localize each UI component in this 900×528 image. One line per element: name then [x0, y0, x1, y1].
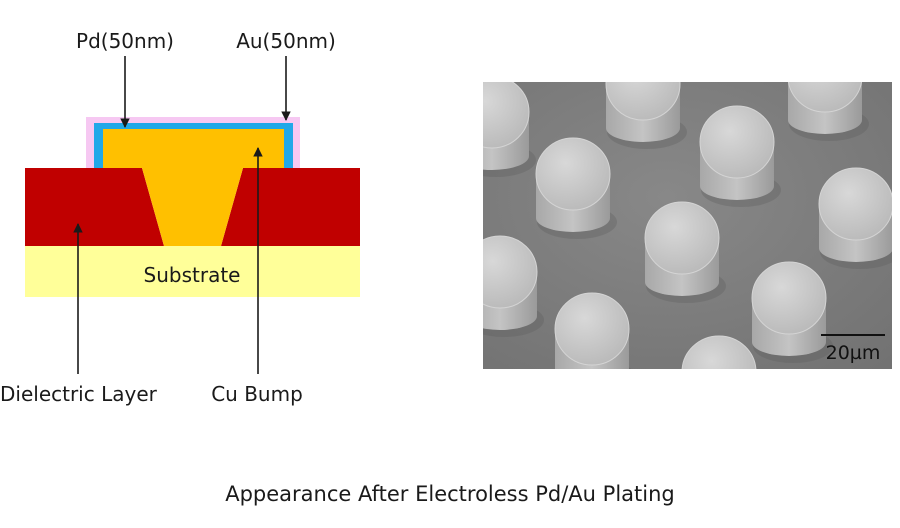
dielectric-layer-right: [221, 168, 360, 246]
sem-micrograph: 20µm: [483, 82, 892, 369]
substrate-label: Substrate: [144, 263, 241, 287]
pd-label: Pd(50nm): [76, 29, 174, 53]
au-label: Au(50nm): [236, 29, 336, 53]
scale-bar-label: 20µm: [826, 342, 881, 364]
bump-cross-section-diagram: Substrate Pd(50nm) Au(50nm) Dielectric L…: [0, 0, 480, 420]
caption: Appearance After Electroless Pd/Au Plati…: [0, 482, 900, 506]
pillar-bump: [819, 168, 892, 269]
dielectric-layer-left: [25, 168, 164, 246]
pillar-bump: [606, 82, 687, 149]
pillar-bump: [788, 82, 869, 141]
dielectric-label: Dielectric Layer: [0, 382, 158, 406]
cu-bump-label: Cu Bump: [211, 382, 303, 406]
